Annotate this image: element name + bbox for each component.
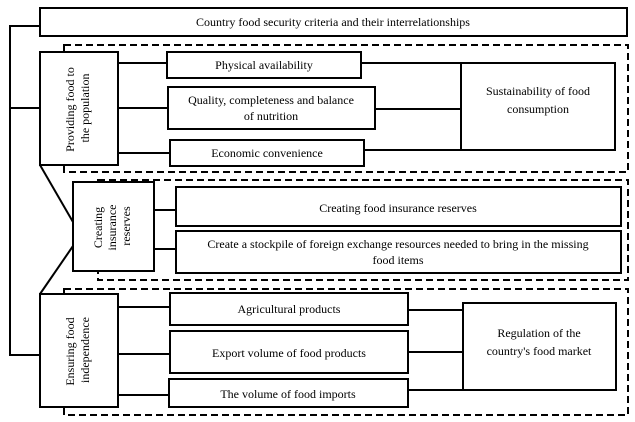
svg-text:of nutrition: of nutrition [244, 109, 298, 123]
diagonal-connector [39, 245, 74, 295]
creating-reserves-box: Creating insurance reserves [72, 181, 155, 272]
economic-convenience-box: Economic convenience [169, 139, 365, 167]
svg-text:Quality, completeness and bala: Quality, completeness and balance [188, 93, 354, 107]
agricultural-products-box: Agricultural products [169, 292, 409, 326]
food-insurance-reserves-box: Creating food insurance reserves [175, 186, 622, 227]
import-volume-box: The volume of food imports [168, 378, 409, 408]
group-region-independence [63, 288, 629, 416]
foreign-exchange-stockpile-box: Create a stockpile of foreign exchange r… [175, 230, 622, 274]
label-line: Providing food to [63, 67, 77, 152]
ensuring-independence-box: Ensuring food independence [39, 293, 119, 408]
svg-text:country's food market: country's food market [487, 344, 592, 358]
title-text: Country food security criteria and their… [196, 15, 470, 29]
svg-text:Ensuring food independen: Ensuring food independence [63, 314, 92, 385]
svg-text:Providing food to the po: Providing food to the population [63, 64, 92, 152]
regulation-market-box: Regulation of the country's food market [462, 302, 617, 391]
svg-text:Physical availability: Physical availability [215, 58, 313, 72]
providing-food-box: Providing food to the population [39, 51, 119, 166]
diagonal-connector [39, 164, 74, 223]
svg-text:consumption: consumption [507, 102, 569, 116]
title-box: Country food security criteria and their… [39, 7, 628, 37]
quality-nutrition-box: Quality, completeness and balance of nut… [167, 86, 376, 130]
svg-text:Economic convenience: Economic convenience [211, 146, 323, 160]
spine-connector [9, 25, 40, 356]
svg-text:Sustainability of food: Sustainability of food [486, 84, 590, 98]
group-region-providing [63, 44, 629, 173]
svg-text:Creating insurance: Creating insurance reserves [91, 202, 133, 251]
svg-text:The volume of food imports: The volume of food imports [220, 387, 356, 401]
export-volume-box: Export volume of food products [169, 330, 409, 374]
svg-text:Regulation of the: Regulation of the [497, 326, 580, 340]
svg-text:Agricultural products: Agricultural products [238, 302, 341, 316]
svg-text:Export volume of food products: Export volume of food products [212, 346, 366, 360]
svg-text:Create a stockpile of foreign: Create a stockpile of foreign exchange r… [207, 237, 588, 251]
svg-text:Creating food insurance reserv: Creating food insurance reserves [319, 201, 477, 215]
svg-text:food items: food items [373, 253, 424, 267]
sustainability-box: Sustainability of food consumption [460, 62, 616, 151]
label-line: the population [78, 74, 92, 143]
physical-availability-box: Physical availability [166, 51, 362, 79]
